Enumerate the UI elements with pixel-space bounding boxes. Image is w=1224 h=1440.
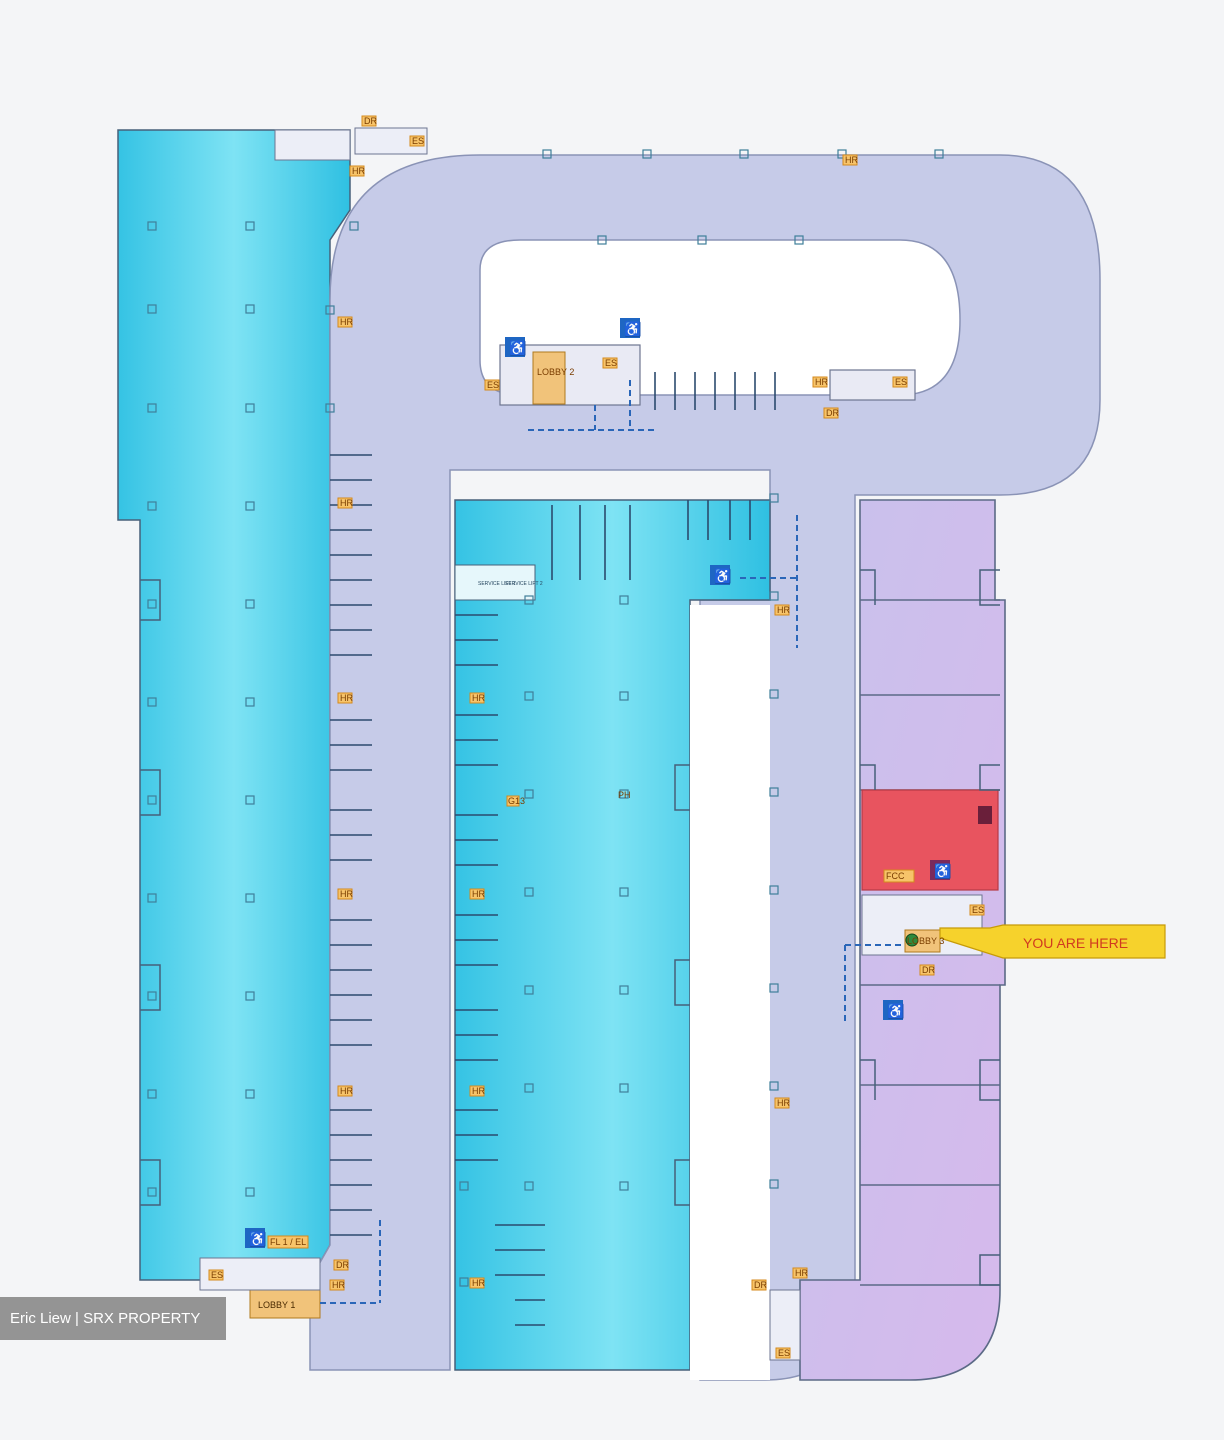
you-are-here-callout — [939, 924, 1166, 959]
hose-reel-tags — [329, 154, 858, 1291]
svg-text:G13: G13 — [508, 796, 525, 806]
gap-void — [690, 605, 770, 1380]
svg-text:HR: HR — [845, 155, 858, 165]
svg-text:ES: ES — [972, 905, 984, 915]
svg-text:ES: ES — [487, 380, 499, 390]
you-are-here-label: YOU ARE HERE — [1023, 935, 1128, 951]
parking-stalls-west — [330, 454, 372, 1236]
service-lift-1-label: SERVICE LIFT 1 — [478, 581, 516, 587]
lobby-1-block — [249, 1289, 321, 1319]
parking-stalls-middle — [455, 614, 498, 1161]
svg-text:HR: HR — [777, 1098, 790, 1108]
svg-text:FCC: FCC — [886, 871, 905, 881]
wall-doors — [140, 569, 1000, 1286]
svg-text:DR: DR — [754, 1280, 767, 1290]
left-warehouse-zone — [117, 129, 351, 1281]
svg-text:HR: HR — [795, 1268, 808, 1278]
nw-core — [274, 129, 351, 161]
svg-text:LOBBY 3: LOBBY 3 — [907, 936, 944, 946]
structural-columns — [147, 149, 944, 1287]
svg-text:DR: DR — [922, 965, 935, 975]
svg-text:♿: ♿ — [887, 1003, 904, 1020]
svg-text:♿: ♿ — [249, 1231, 266, 1248]
red-unit-door-icon — [978, 806, 992, 824]
svg-text:♿: ♿ — [714, 568, 731, 585]
door-stair-tags: DR ES DR ES ES ES DR DR ES ES DR ES FL 1… — [208, 115, 985, 1359]
svg-text:HR: HR — [472, 1086, 485, 1096]
svg-text:♿: ♿ — [934, 863, 951, 880]
svg-text:ES: ES — [412, 136, 424, 146]
svg-text:♿: ♿ — [509, 340, 526, 357]
svg-text:ES: ES — [895, 377, 907, 387]
route-arrows — [320, 380, 905, 1304]
parking-stalls-south — [495, 1224, 545, 1326]
svg-text:HR: HR — [340, 317, 353, 327]
svg-text:HR: HR — [815, 377, 828, 387]
lobby-1-label: LOBBY 1 — [258, 1300, 295, 1310]
svg-text:HR: HR — [340, 498, 353, 508]
svg-text:ES: ES — [211, 1270, 223, 1280]
svg-text:FL 1 / EL: FL 1 / EL — [270, 1237, 306, 1247]
svg-text:HR: HR — [472, 693, 485, 703]
service-lift-core — [454, 564, 536, 601]
svg-text:HR: HR — [472, 1278, 485, 1288]
svg-text:HR: HR — [340, 693, 353, 703]
svg-text:HR: HR — [332, 1280, 345, 1290]
svg-text:DR: DR — [336, 1260, 349, 1270]
watermark: Eric Liew | SRX PROPERTY — [0, 1297, 226, 1340]
svg-text:HR: HR — [340, 889, 353, 899]
service-lift-2-label: SERVICE LIFT 2 — [505, 581, 543, 587]
svg-text:HR: HR — [472, 889, 485, 899]
accessible-icons: ♿ ♿ ♿ ♿ ♿ ♿ — [245, 318, 951, 1248]
svg-text:PH: PH — [618, 790, 631, 800]
svg-text:ES: ES — [605, 358, 617, 368]
svg-text:LOBBY 2: LOBBY 2 — [537, 367, 574, 377]
hose-reel-labels: HR HR HR HR HR HR HR HR HR HR HR HR HR H… — [332, 155, 858, 1290]
svg-text:DR: DR — [826, 408, 839, 418]
svg-text:ES: ES — [778, 1348, 790, 1358]
svg-text:HR: HR — [352, 166, 365, 176]
lobby-north — [532, 351, 566, 405]
svg-text:DR: DR — [364, 116, 377, 126]
you-are-here-marker — [905, 933, 919, 947]
svg-text:HR: HR — [340, 1086, 353, 1096]
svg-text:♿: ♿ — [624, 321, 641, 338]
parking-stalls-north — [551, 372, 776, 580]
svg-text:HR: HR — [777, 605, 790, 615]
